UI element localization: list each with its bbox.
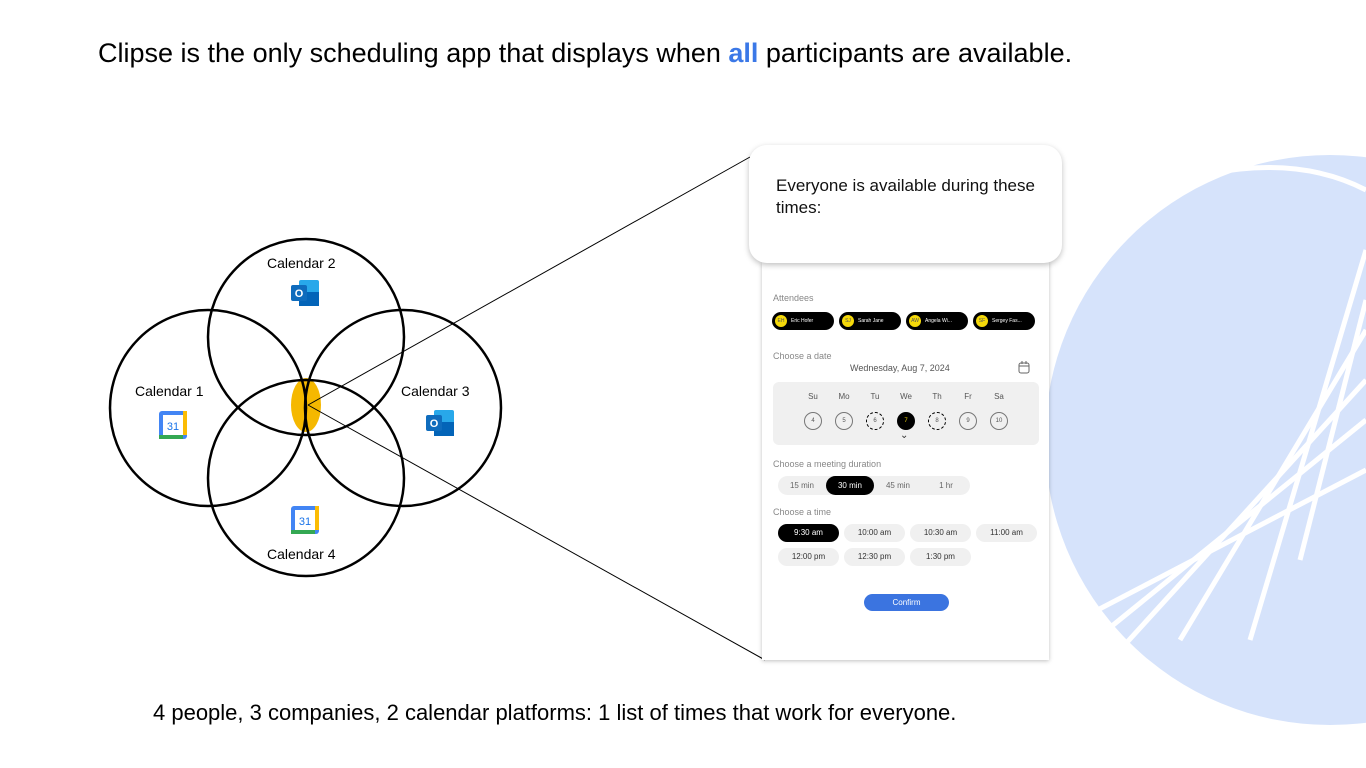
headline: Clipse is the only scheduling app that d… — [98, 38, 1073, 68]
calendar-4-circle — [206, 378, 406, 578]
attendee-chip[interactable]: SF Sergey Fas... — [973, 312, 1035, 330]
calendar-icon[interactable] — [1018, 361, 1030, 374]
selected-date: Wednesday, Aug 7, 2024 — [850, 363, 950, 373]
time-slot[interactable]: 12:00 pm — [778, 548, 839, 566]
time-slot-selected[interactable]: 9:30 am — [778, 524, 839, 542]
attendee-name: Sarah Jane — [858, 318, 884, 324]
time-slot[interactable]: 10:30 am — [910, 524, 971, 542]
time-slots: 9:30 am 10:00 am 10:30 am 11:00 am 12:00… — [778, 524, 1037, 566]
confirm-button[interactable]: Confirm — [864, 594, 949, 611]
calendar-4-label: Calendar 4 — [267, 546, 336, 562]
outlook-icon: O — [291, 280, 319, 306]
calendar-2-circle — [206, 237, 406, 437]
svg-text:31: 31 — [299, 516, 311, 528]
avatar: SF — [976, 315, 988, 327]
attendees-label: Attendees — [773, 293, 814, 303]
date-label: Choose a date — [773, 351, 832, 361]
google-calendar-icon: 31 — [159, 411, 187, 439]
time-slot[interactable]: 11:00 am — [976, 524, 1037, 542]
calendar-2-label: Calendar 2 — [267, 255, 336, 271]
attendee-chips: EH Eric Hofer SJ Sarah Jane AW Angela Wi...… — [772, 312, 1035, 330]
duration-label: Choose a meeting duration — [773, 459, 882, 469]
svg-text:O: O — [430, 418, 439, 430]
calendar-3-label: Calendar 3 — [401, 383, 470, 399]
availability-callout: Everyone is available during these times… — [749, 145, 1062, 263]
scheduling-panel: Attendees EH Eric Hofer SJ Sarah Jane AW An… — [762, 262, 1049, 660]
time-slot[interactable]: 1:30 pm — [910, 548, 971, 566]
calendar-1-label: Calendar 1 — [135, 383, 204, 399]
outlook-icon: O — [426, 410, 454, 436]
chevron-down-icon[interactable]: ⌄ — [900, 430, 909, 441]
attendee-chip[interactable]: AW Angela Wi... — [906, 312, 968, 330]
attendee-name: Sergey Fas... — [992, 318, 1022, 324]
duration-30-selected[interactable]: 30 min — [826, 476, 874, 495]
time-slot[interactable]: 10:00 am — [844, 524, 905, 542]
google-calendar-icon: 31 — [291, 506, 319, 534]
venn-diagram — [108, 156, 766, 661]
avatar: SJ — [842, 315, 854, 327]
attendee-name: Angela Wi... — [925, 318, 952, 324]
duration-45[interactable]: 45 min — [885, 481, 910, 490]
time-label: Choose a time — [773, 507, 832, 517]
calendar-3-circle — [303, 308, 503, 508]
avatar: AW — [909, 315, 921, 327]
duration-selector: 15 min 30 min 45 min 1 hr — [778, 476, 970, 495]
connector-line — [307, 156, 751, 406]
footer-caption: 4 people, 3 companies, 2 calendar platfo… — [153, 700, 957, 725]
duration-1hr[interactable]: 1 hr — [939, 481, 953, 490]
attendee-chip[interactable]: SJ Sarah Jane — [839, 312, 901, 330]
duration-15[interactable]: 15 min — [789, 481, 814, 490]
time-slot[interactable]: 12:30 pm — [844, 548, 905, 566]
attendee-name: Eric Hofer — [791, 318, 814, 324]
connector-line — [307, 404, 766, 661]
avatar: EH — [775, 315, 787, 327]
attendee-chip[interactable]: EH Eric Hofer — [772, 312, 834, 330]
svg-text:31: 31 — [167, 421, 179, 433]
svg-text:O: O — [295, 288, 304, 300]
